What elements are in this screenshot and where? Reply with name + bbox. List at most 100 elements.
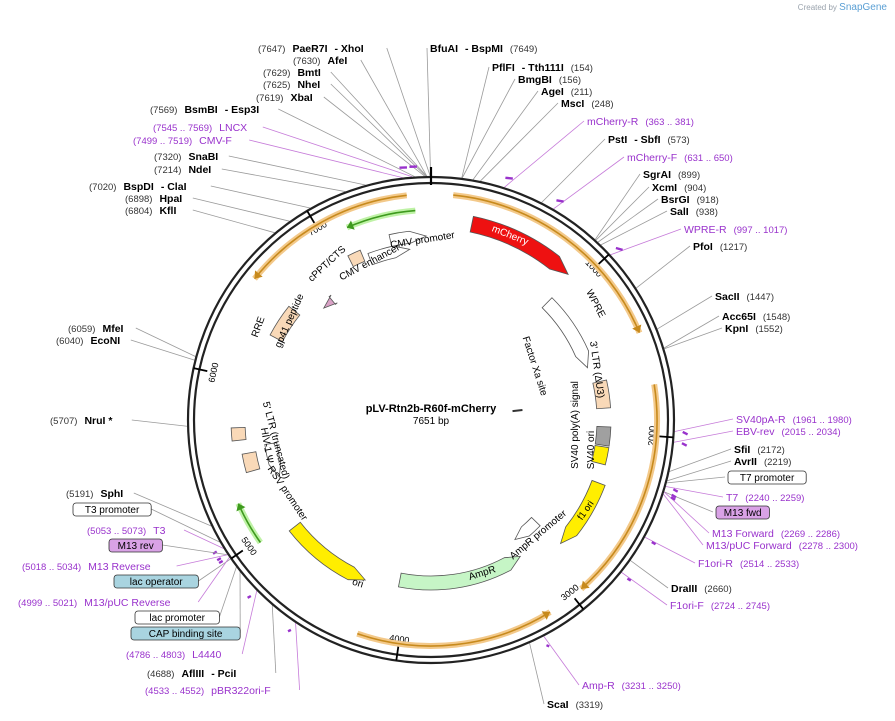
site-label-kfli[interactable]: (6804)KflI <box>125 205 176 217</box>
site-label-sfii[interactable]: SfiI(2172) <box>734 444 785 456</box>
site-label-sphi[interactable]: (5191) SphI <box>66 488 123 500</box>
label-text: (7499 .. 7519)CMV-F <box>133 135 232 147</box>
orf-arrowhead <box>632 324 642 333</box>
label-pos: (7545 .. 7569) <box>153 123 212 134</box>
label-name: lac operator <box>130 577 183 588</box>
site-label-mcherry-f[interactable]: mCherry-F(631 .. 650) <box>627 152 733 164</box>
site-label-scai[interactable]: ScaI(3319) <box>547 699 603 711</box>
site-label-psti[interactable]: PstI- SbfI(573) <box>608 134 690 146</box>
label-name: BsmBI <box>184 104 217 116</box>
site-label-l4440[interactable]: (4786 .. 4803)L4440 <box>126 649 222 661</box>
label-pos: (4999 .. 5021) <box>18 598 77 609</box>
site-label-t3-promoter[interactable]: T3 promoter <box>72 502 152 517</box>
site-label-bsrgi[interactable]: BsrGI(918) <box>661 194 719 206</box>
site-label-m13-fwd[interactable]: M13 fwd <box>715 505 770 520</box>
site-label-afliii[interactable]: (4688)AflIII- PciI <box>147 668 236 680</box>
site-label-nrui[interactable]: (5707)NruI * <box>50 415 113 427</box>
label-extra: - SbfI <box>634 134 660 146</box>
site-label-ebv-rev[interactable]: EBV-rev(2015 .. 2034) <box>736 426 841 438</box>
site-label-afei[interactable]: (7630)AfeI <box>293 55 347 67</box>
leader-line <box>162 544 228 556</box>
site-label-t7-promoter[interactable]: T7 promoter <box>727 470 807 485</box>
label-name: KflI <box>159 205 176 217</box>
label-text: (5018 .. 5034)M13 Reverse <box>22 561 151 573</box>
leader-line <box>183 529 224 549</box>
label-box <box>113 574 199 589</box>
site-label-draiii[interactable]: DraIII(2660) <box>671 583 732 595</box>
site-label-bmti[interactable]: (7629)BmtI <box>263 67 321 79</box>
label-extra: - BspMI <box>465 43 503 55</box>
site-label-m13-puc-reverse[interactable]: (4999 .. 5021)M13/pUC Reverse <box>18 597 171 609</box>
label-pos: (2278 .. 2300) <box>799 541 858 552</box>
site-label-lac-promoter[interactable]: lac promoter <box>134 610 220 625</box>
site-label-wpre-r[interactable]: WPRE-R(997 .. 1017) <box>684 224 787 236</box>
site-label-lac-operator[interactable]: lac operator <box>113 574 199 589</box>
site-label-xcmi[interactable]: XcmI(904) <box>652 182 706 194</box>
label-name: CAP binding site <box>149 629 223 640</box>
leader-line <box>330 71 427 177</box>
site-label-pflfi[interactable]: PflFI- Tth111I(154) <box>492 62 593 74</box>
site-label-t3[interactable]: (5053 .. 5073)T3 <box>87 525 166 537</box>
leader-line <box>630 560 669 589</box>
site-label-pfoi[interactable]: PfoI(1217) <box>693 241 747 253</box>
site-label-sv40pa-r[interactable]: SV40pA-R(1961 .. 1980) <box>736 414 852 426</box>
label-text: (7320)SnaBI <box>154 151 218 163</box>
site-label-m13-forward[interactable]: M13 Forward(2269 .. 2286) <box>712 528 840 540</box>
label-pos: (154) <box>571 63 593 74</box>
label-pos: (7214) <box>154 165 181 176</box>
site-label-sacii[interactable]: SacII(1447) <box>715 291 774 303</box>
label-name: BspDI <box>123 181 153 193</box>
site-label-bmgbi[interactable]: BmgBI(156) <box>518 74 581 86</box>
site-label-agei[interactable]: AgeI(211) <box>541 86 592 98</box>
label-box <box>727 470 807 485</box>
site-label-mfei[interactable]: (6059)MfeI <box>68 323 124 335</box>
site-label-f1ori-r[interactable]: F1ori-R (2514 .. 2533) <box>698 558 799 570</box>
site-label-acc65i[interactable]: Acc65I(1548) <box>722 311 790 323</box>
site-label-kpni[interactable]: KpnI(1552) <box>725 323 783 335</box>
leader-lines <box>130 47 734 705</box>
label-pos: (5191) <box>66 489 93 500</box>
label-name: MfeI <box>102 323 123 335</box>
site-label-hpai[interactable]: (6898)HpaI <box>125 193 182 205</box>
site-label-paer7i[interactable]: (7647)PaeR7I- XhoI <box>258 43 364 55</box>
site-label-snabi[interactable]: (7320)SnaBI <box>154 151 218 163</box>
leader-line <box>664 491 714 513</box>
label-name: NdeI <box>188 164 211 176</box>
site-label-m13-rev[interactable]: M13 rev <box>108 538 163 553</box>
site-label-bspdi[interactable]: (7020)BspDI- ClaI <box>89 181 187 193</box>
label-pos: (2724 .. 2745) <box>711 601 770 612</box>
site-label-ndei[interactable]: (7214) NdeI <box>154 164 211 176</box>
site-label-lncx[interactable]: (7545 .. 7569)LNCX <box>153 122 247 134</box>
label-pos: (2240 .. 2259) <box>745 493 804 504</box>
site-label-msci[interactable]: MscI(248) <box>561 98 614 110</box>
site-label-cmv-f[interactable]: (7499 .. 7519)CMV-F <box>133 135 232 147</box>
feature-f1-ori <box>559 479 606 545</box>
label-name: mCherry-R <box>587 116 639 128</box>
label-name: F1ori-R <box>698 558 733 570</box>
site-label-t7[interactable]: T7(2240 .. 2259) <box>726 492 804 504</box>
label-text: WPRE-R(997 .. 1017) <box>684 224 787 236</box>
site-label-pbr322ori-f[interactable]: (4533 .. 4552)pBR322ori-F <box>145 685 271 697</box>
label-pos: (2514 .. 2533) <box>740 559 799 570</box>
site-label-bfuai[interactable]: BfuAI- BspMI(7649) <box>430 43 537 55</box>
leader-line <box>278 108 415 177</box>
primer-tick <box>218 559 224 565</box>
site-label-f1ori-f[interactable]: F1ori-F(2724 .. 2745) <box>670 600 770 612</box>
site-label-avrii[interactable]: AvrII(2219) <box>734 456 791 468</box>
site-label-m13-puc-forward[interactable]: M13/pUC Forward(2278 .. 2300) <box>706 540 858 552</box>
site-label-econi[interactable]: (6040)EcoNI <box>56 335 120 347</box>
label-name: lac promoter <box>149 613 205 624</box>
leader-line <box>472 90 539 180</box>
site-label-m13-reverse[interactable]: (5018 .. 5034)M13 Reverse <box>22 561 151 573</box>
feature-sv40-poly-a-signal <box>594 426 612 447</box>
feature-rsv-promoter <box>264 442 282 479</box>
site-label-sgrai[interactable]: SgrAI(899) <box>643 169 700 181</box>
site-label-xbai[interactable]: (7619)XbaI <box>256 92 313 104</box>
site-label-nhei[interactable]: (7625)NheI <box>263 79 320 91</box>
site-label-sali[interactable]: SalI(938) <box>670 206 718 218</box>
label-name: SphI <box>100 488 123 500</box>
site-label-mcherry-r[interactable]: mCherry-R(363 .. 381) <box>587 116 694 128</box>
site-label-cap-binding-site[interactable]: CAP binding site <box>130 626 241 641</box>
site-label-amp-r[interactable]: Amp-R(3231 .. 3250) <box>582 680 681 692</box>
site-label-bsmbi[interactable]: (7569)BsmBI- Esp3I <box>150 104 259 116</box>
